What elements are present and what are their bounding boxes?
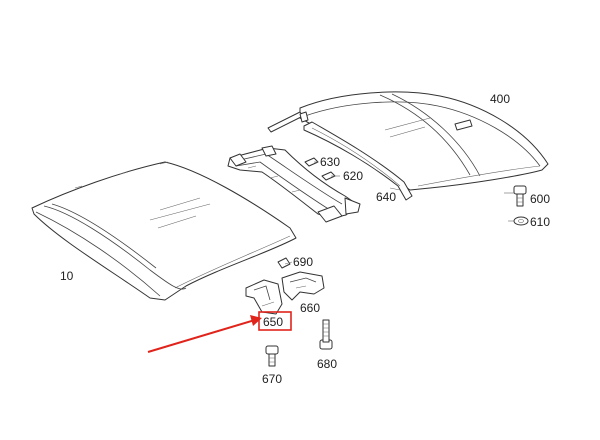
nut-690 (277, 257, 291, 269)
label-620[interactable]: 620 (343, 169, 363, 183)
glass-roof-panel-10 (31, 161, 297, 301)
label-10[interactable]: 10 (60, 269, 74, 283)
bolt-670 (265, 345, 279, 367)
label-650[interactable]: 650 (263, 315, 283, 329)
bolt-680 (319, 319, 333, 350)
red-arrow-head-icon (250, 315, 262, 326)
label-400[interactable]: 400 (490, 92, 510, 106)
seal-strip-640 (303, 121, 413, 201)
hinge-650 (245, 279, 283, 315)
highlight-box (258, 311, 292, 331)
label-630[interactable]: 630 (320, 155, 340, 169)
bolt-600 (513, 185, 527, 207)
label-690[interactable]: 690 (293, 255, 313, 269)
washer-610 (513, 216, 529, 226)
label-640[interactable]: 640 (376, 190, 396, 204)
hinge-660 (281, 271, 325, 301)
highlight-callout (147, 311, 292, 353)
red-arrow-line (147, 319, 256, 353)
label-680[interactable]: 680 (317, 357, 337, 371)
front-header-frame (227, 145, 361, 223)
leader-lines (284, 161, 514, 265)
label-660[interactable]: 660 (300, 301, 320, 315)
label-610[interactable]: 610 (530, 215, 550, 229)
label-600[interactable]: 600 (530, 192, 550, 206)
label-670[interactable]: 670 (262, 372, 282, 386)
